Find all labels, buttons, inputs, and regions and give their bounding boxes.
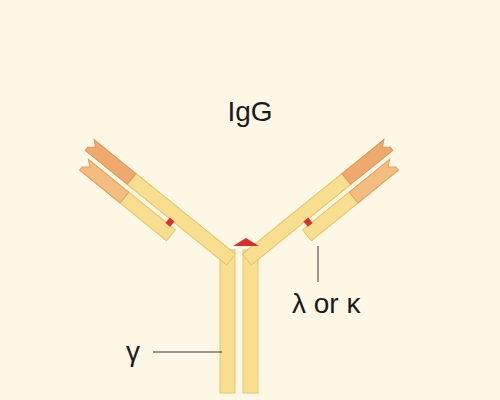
- fab-arm: [73, 140, 235, 280]
- heavy-chain-label: γ: [126, 338, 140, 366]
- light-chain-label: λ or κ: [292, 290, 360, 318]
- diagram-title: IgG: [227, 98, 272, 126]
- hinge-disulfide: [233, 238, 259, 246]
- fab-arm: [242, 140, 404, 280]
- heavy-chain: [220, 250, 235, 393]
- leader-line: [153, 352, 222, 353]
- heavy-chain: [243, 250, 258, 393]
- leader-line: [318, 246, 319, 282]
